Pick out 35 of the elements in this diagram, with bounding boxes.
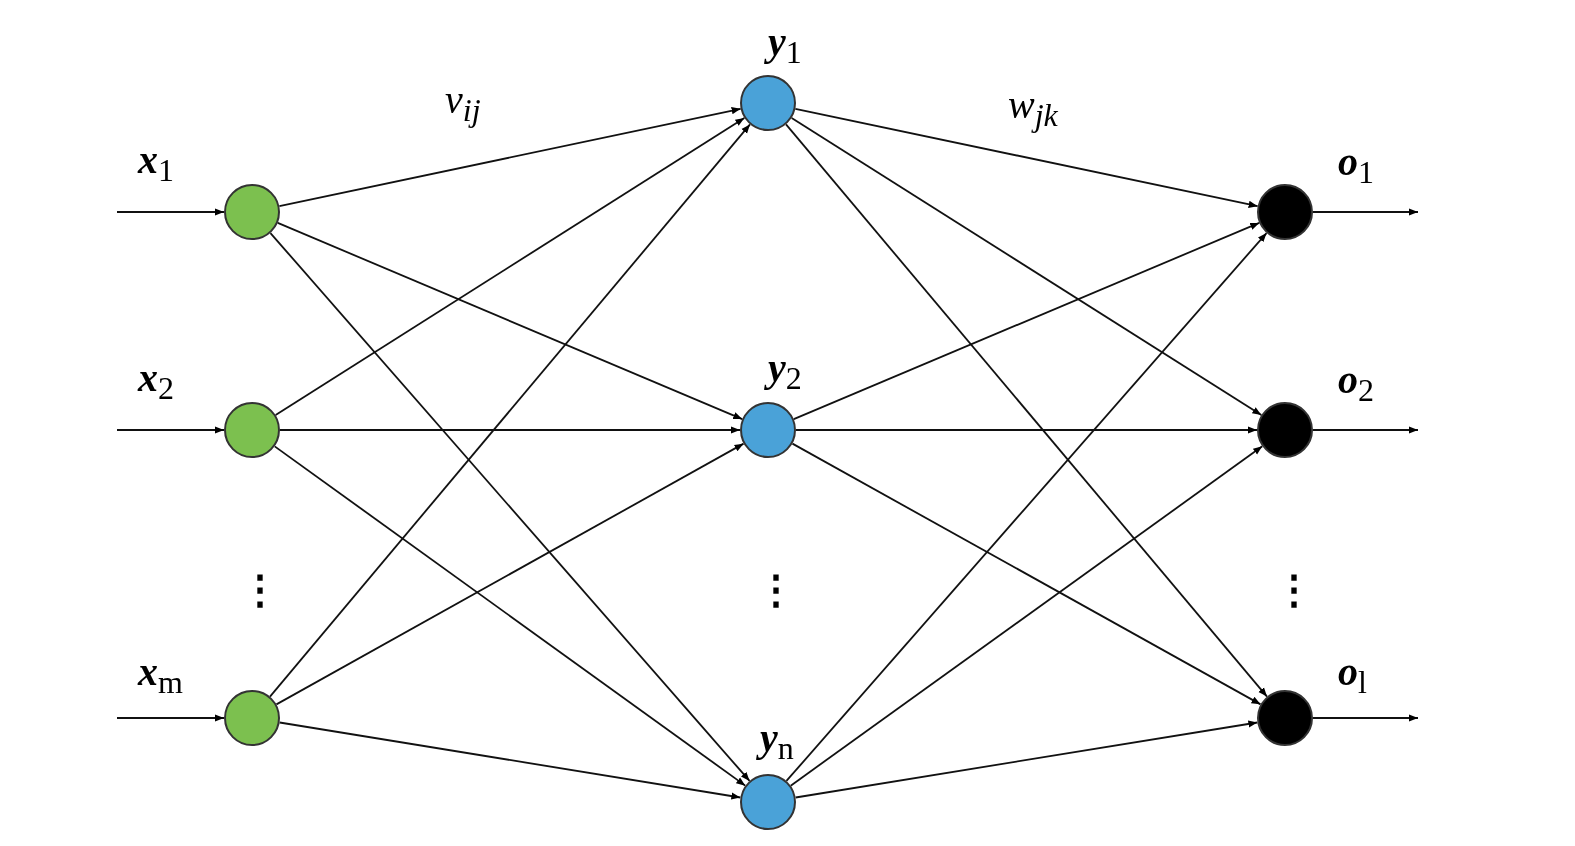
node-label: o$_{2}$ [1338,360,1374,406]
arrow [116,208,225,216]
arrow [1312,208,1419,216]
arrow [116,714,225,722]
arrow [791,442,1262,706]
arrow [790,117,1263,416]
arrow [116,426,225,434]
arrow [279,426,741,434]
weight-label: w$_{jk}$ [1008,85,1058,131]
arrow [278,721,742,800]
weight-label: v$_{ij}$ [445,80,481,126]
arrow [789,445,1264,787]
arrow [276,222,744,420]
arrow [275,442,745,706]
arrow [274,117,746,416]
arrow [794,107,1259,208]
arrow [785,232,1268,782]
arrow [794,720,1259,799]
arrow [795,426,1258,434]
arrow [1312,426,1419,434]
arrow [1312,714,1419,722]
node-label: o$_{1}$ [1338,142,1374,188]
node-label: x$_{2}$ [138,358,174,404]
arrow [269,123,751,698]
node-label: x$_{1}$ [138,140,174,186]
node-label: x$_{m}$ [138,652,183,698]
arrow [792,222,1261,420]
arrow [785,123,1268,698]
ellipsis-mark: ⋮ [240,570,280,610]
arrow [269,232,751,782]
node-label: o$_{l}$ [1338,652,1367,698]
arrow [273,445,747,787]
arrow [278,107,742,208]
ellipsis-mark: ⋮ [1274,570,1314,610]
ellipsis-mark: ⋮ [756,570,796,610]
